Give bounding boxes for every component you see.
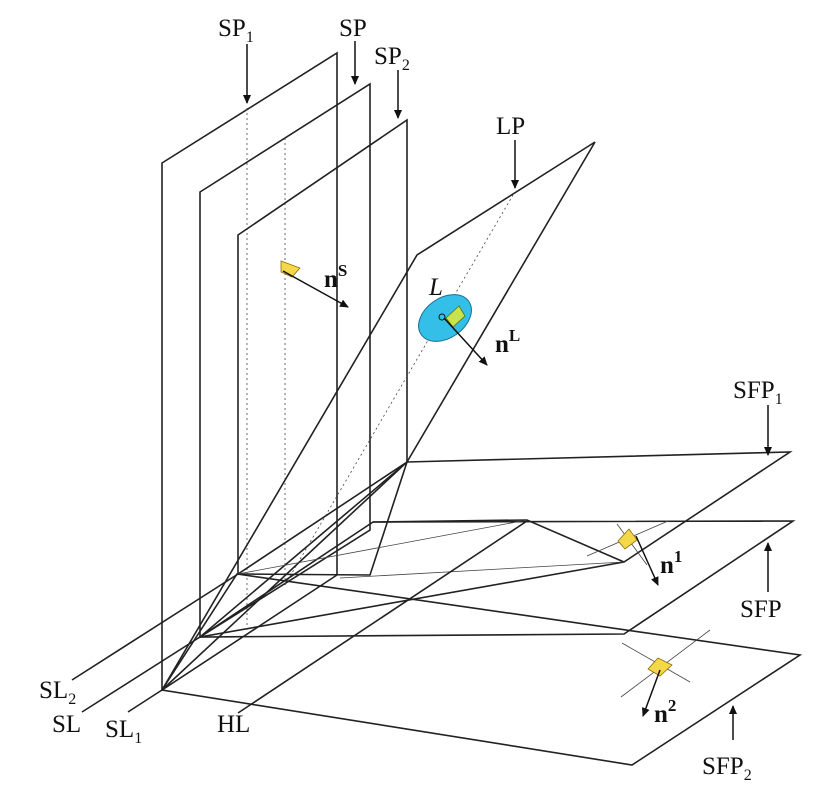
lp-plane	[161, 141, 596, 691]
sl-label: SL	[52, 711, 81, 738]
n2-arrow	[642, 669, 661, 717]
sfp1-normal-marker	[617, 528, 638, 550]
n1-label: n1	[660, 547, 682, 579]
hl-line	[237, 520, 528, 714]
sfp-plane	[197, 520, 796, 638]
hl-label: HL	[217, 711, 250, 738]
sp1-label: SP1	[218, 15, 254, 46]
sp2-plane	[237, 118, 408, 576]
sl2-line	[71, 573, 239, 681]
n1-arrow	[635, 535, 659, 586]
nl-arrow	[443, 317, 488, 366]
sl-line	[81, 636, 201, 713]
ns-label: nS	[324, 261, 347, 293]
lp-normal-marker	[445, 305, 466, 328]
sl1-label: SL1	[105, 716, 142, 747]
sp-label: SP	[339, 15, 367, 42]
ns-arrow	[282, 270, 349, 308]
sfp2-normal-marker	[647, 657, 673, 677]
sfp2-label: SFP2	[702, 753, 752, 784]
sl1-line	[127, 689, 163, 713]
nl-label: nL	[495, 326, 520, 358]
sp2-label: SP2	[374, 43, 410, 74]
l-label: L	[428, 274, 443, 301]
n2-label: n2	[654, 696, 676, 728]
sfp-label: SFP	[740, 596, 782, 623]
sfp1-plane	[197, 451, 793, 639]
lp-label: LP	[496, 113, 525, 140]
sfp1-label: SFP1	[733, 377, 783, 408]
sp-plane	[199, 82, 371, 639]
sfp2-plane	[160, 573, 803, 766]
sl2-label: SL2	[39, 677, 76, 708]
